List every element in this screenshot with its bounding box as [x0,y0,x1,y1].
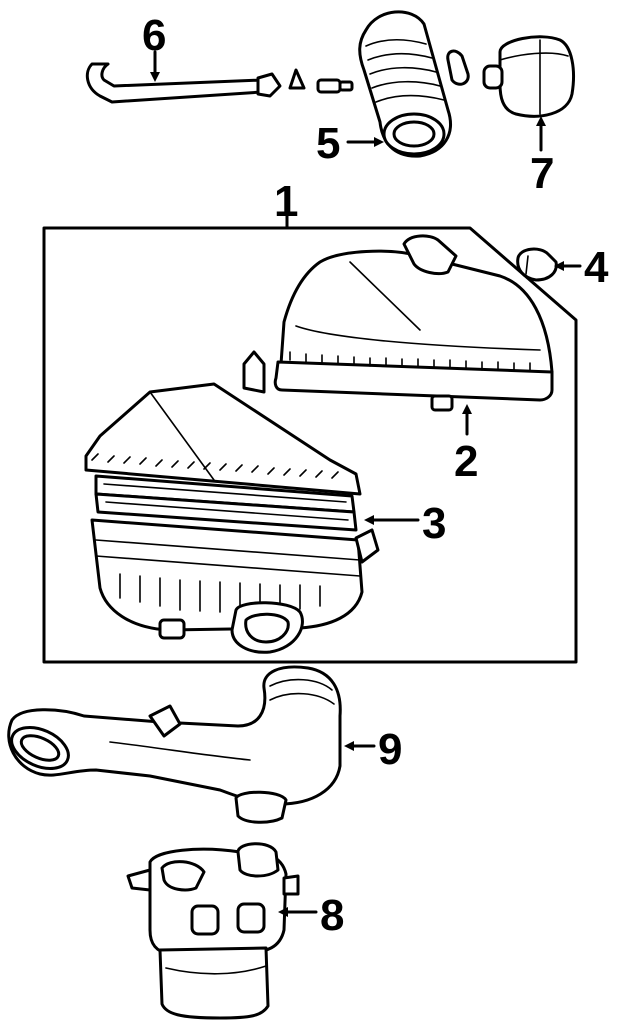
callout-3: 3 [422,499,446,548]
callout-5: 5 [316,119,340,168]
air-cleaner-lower-housing [84,350,380,654]
leader-lines [150,50,582,917]
part-7-resonator [482,35,575,118]
part-6-connector [316,78,354,94]
part-3-filter-element [94,474,358,532]
callout-4: 4 [584,243,609,292]
part-9-intake-duct [7,665,342,824]
callout-6: 6 [142,11,166,60]
part-6-fitting-clip [288,68,306,90]
callout-8: 8 [320,891,344,940]
callout-2: 2 [454,437,478,486]
part-5-hose-clamp [446,49,470,86]
part-8-resonator [126,842,300,1020]
callout-7: 7 [530,149,554,198]
part-1-assembly-frame [42,226,578,664]
callout-9: 9 [378,725,402,774]
part-6-vent-hose [85,62,282,104]
part-5-air-hose [358,10,452,158]
part-2-upper-housing [273,234,554,412]
callout-1: 1 [274,177,298,226]
part-4-grommet [516,247,558,282]
